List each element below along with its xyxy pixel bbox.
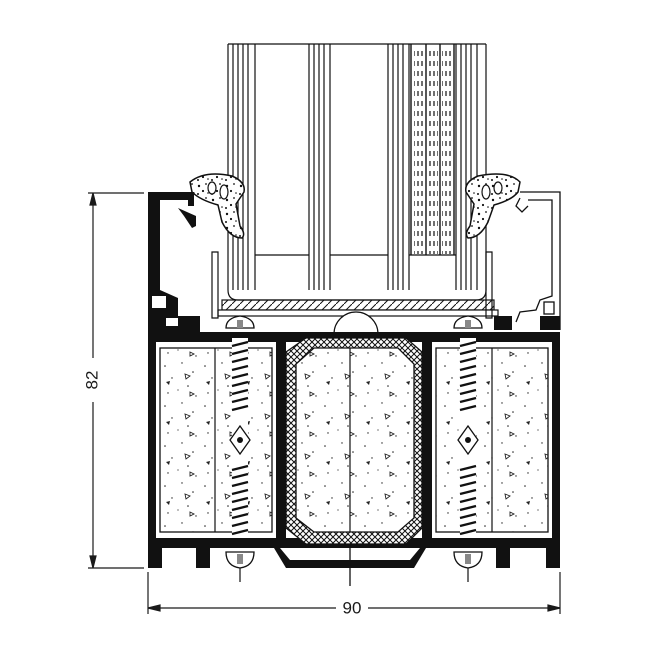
central-thermal-break bbox=[285, 337, 423, 586]
interlayer-a bbox=[414, 48, 424, 254]
insulated-chamber-right bbox=[435, 347, 549, 533]
outer-aluminium-profile-left bbox=[148, 192, 200, 332]
dimension-height-label: 82 bbox=[82, 371, 101, 390]
dimension-height bbox=[88, 192, 144, 569]
right-profile-foot bbox=[494, 316, 512, 330]
outer-aluminium-profile-right bbox=[515, 191, 561, 330]
glazing-bead-left bbox=[211, 251, 219, 319]
glazing-gasket-right bbox=[465, 173, 521, 239]
interlayer-b bbox=[428, 48, 438, 254]
frame-bottom-feet bbox=[148, 548, 560, 568]
screw-left bbox=[225, 315, 255, 582]
dimension-width bbox=[147, 572, 561, 614]
interlayer-c bbox=[442, 48, 452, 254]
glass-setting-block bbox=[217, 299, 499, 335]
dimension-width-label: 90 bbox=[343, 598, 362, 617]
glazing-bead-right bbox=[485, 251, 493, 319]
insulated-chamber-left bbox=[159, 347, 273, 533]
right-profile-cap bbox=[540, 316, 560, 330]
screw-right bbox=[453, 315, 483, 582]
triple-glazing-unit bbox=[227, 43, 487, 301]
glazing-gasket-left bbox=[189, 173, 245, 239]
